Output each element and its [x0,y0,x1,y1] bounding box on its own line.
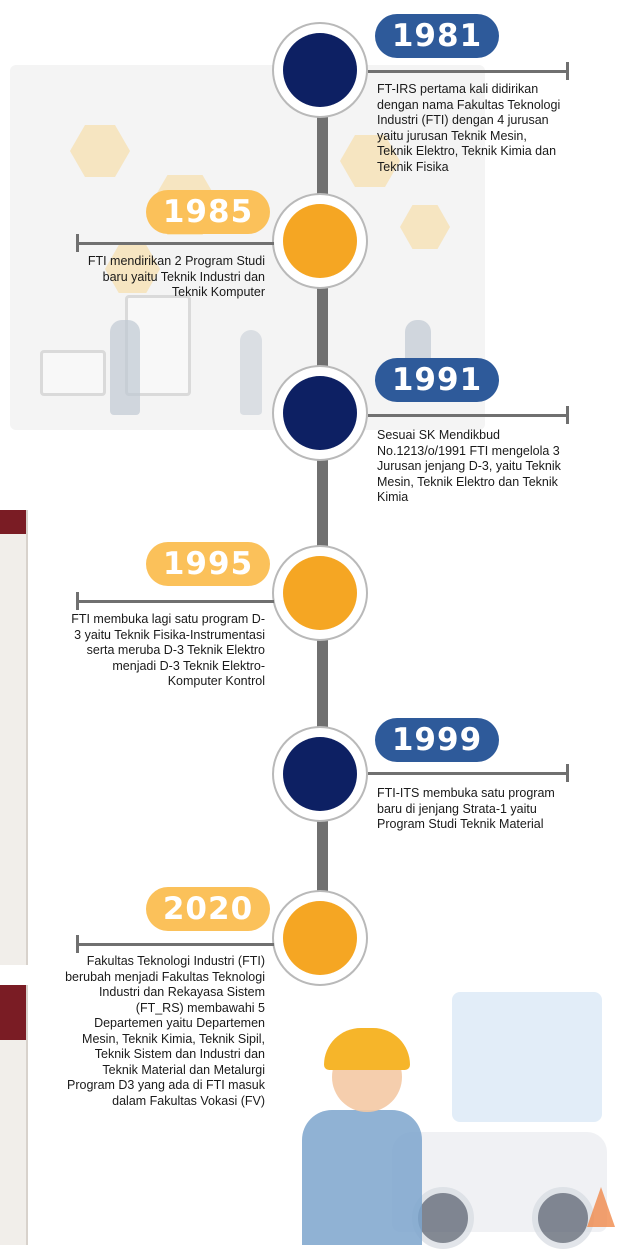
team-illustration [10,65,485,430]
connector-line [368,772,568,775]
connector-line [78,600,274,603]
year-badge: 1985 [146,190,270,234]
year-badge: 1991 [375,358,499,402]
connector-cap [76,935,79,953]
connector-line [368,414,568,417]
timeline-node [272,365,368,461]
connector-cap [76,234,79,252]
connector-line [78,242,274,245]
connector-cap [566,764,569,782]
event-description: FTI mendirikan 2 Program Studi baru yait… [87,254,265,299]
year-badge: 2020 [146,887,270,931]
event-description: Sesuai SK Mendikbud No.1213/o/1991 FTI m… [377,428,561,504]
connector-cap [566,406,569,424]
event-description: FT-IRS pertama kali didirikan dengan nam… [377,82,561,174]
connector-line [368,70,568,73]
event-description: Fakultas Teknologi Industri (FTI) beruba… [65,954,265,1109]
timeline-node [272,22,368,118]
timeline-node [272,890,368,986]
event-description-extra: Program D3 yang ada di FTI masuk dalam F… [67,1078,265,1108]
side-panel-top [0,510,28,965]
connector-cap [566,62,569,80]
year-badge: 1981 [375,14,499,58]
event-description: FTI-ITS membuka satu program baru di jen… [377,786,555,831]
timeline-spine [317,70,328,920]
timeline-node [272,193,368,289]
side-panel-bottom [0,985,28,1245]
timeline-node [272,726,368,822]
timeline-node [272,545,368,641]
year-badge: 1999 [375,718,499,762]
mechanic-illustration [262,992,630,1249]
year-badge: 1995 [146,542,270,586]
event-description-main: Fakultas Teknologi Industri (FTI) beruba… [65,954,265,1077]
event-description: FTI membuka lagi satu program D-3 yaitu … [71,612,265,688]
connector-line [78,943,274,946]
connector-cap [76,592,79,610]
